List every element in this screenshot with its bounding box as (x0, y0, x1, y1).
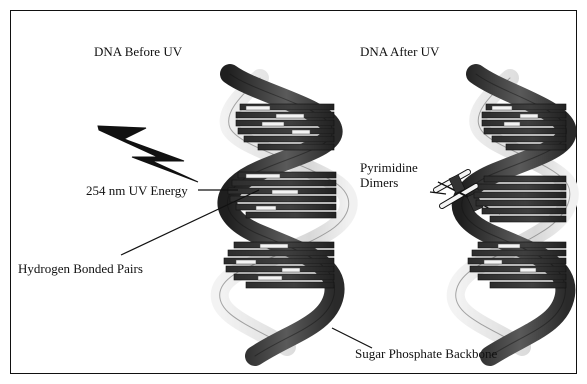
pyrimidine-dimers-label-line2: Dimers (360, 176, 418, 191)
dna-after-uv (436, 74, 570, 356)
dna-before-base-pairs (224, 104, 336, 288)
uv-energy-label: 254 nm UV Energy (86, 184, 188, 198)
pyrimidine-dimers-label-line1: Pyrimidine (360, 161, 418, 176)
dna-before-uv (220, 74, 349, 356)
sugar-phosphate-backbone-label: Sugar Phosphate Backbone (355, 347, 497, 361)
dna-after-base-pairs (436, 104, 566, 288)
lightning-bolt-icon (98, 126, 198, 182)
dna-before-uv-title: DNA Before UV (94, 45, 182, 59)
dna-after-uv-title: DNA After UV (360, 45, 439, 59)
leader-sugar-phosphate-backbone (332, 328, 372, 348)
pyrimidine-dimers-label: Pyrimidine Dimers (360, 161, 418, 191)
hydrogen-bonded-pairs-label: Hydrogen Bonded Pairs (18, 262, 143, 276)
